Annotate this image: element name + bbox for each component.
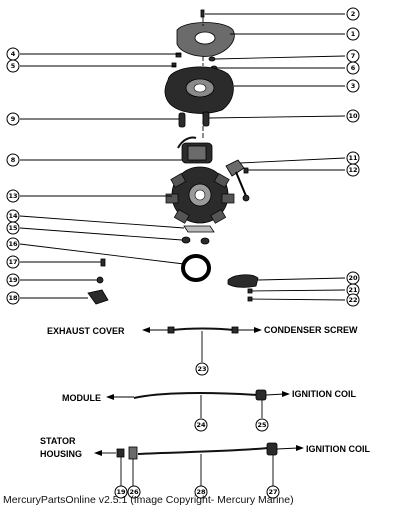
callout-9[interactable]: 9 [6, 112, 20, 126]
callout-19[interactable]: 19 [6, 273, 20, 287]
callout-28[interactable]: 28 [194, 485, 208, 499]
part-8-coil [177, 136, 213, 164]
callout-22[interactable]: 22 [346, 293, 360, 307]
svg-text:19: 19 [116, 488, 126, 496]
callout-5[interactable]: 5 [6, 59, 20, 73]
svg-text:17: 17 [8, 258, 17, 266]
callout-7[interactable]: 7 [346, 49, 360, 63]
part-2-screw [200, 9, 205, 18]
callout-1[interactable]: 1 [346, 27, 360, 41]
callout-2[interactable]: 2 [346, 7, 360, 21]
svg-text:19: 19 [8, 276, 18, 284]
part-20-plate [227, 274, 259, 288]
svg-text:9: 9 [11, 115, 16, 123]
wire-stator-housing [94, 442, 304, 487]
svg-text:20: 20 [348, 274, 358, 282]
svg-text:1: 1 [351, 30, 356, 38]
svg-text:6: 6 [351, 64, 356, 72]
callout-19b[interactable]: 19 [114, 485, 128, 499]
callout-17[interactable]: 17 [6, 255, 20, 269]
callout-12[interactable]: 12 [346, 163, 360, 177]
wire-exhaust-cover [142, 326, 262, 362]
callout-26[interactable]: 26 [127, 485, 141, 499]
svg-text:3: 3 [351, 82, 356, 90]
label-stator: STATOR [40, 436, 76, 446]
callout-24[interactable]: 24 [194, 418, 208, 432]
label-housing: HOUSING [40, 449, 82, 459]
svg-text:5: 5 [11, 62, 16, 70]
svg-text:2: 2 [351, 10, 356, 18]
label-exhaust-cover: EXHAUST COVER [47, 326, 125, 336]
svg-text:7: 7 [351, 52, 356, 60]
svg-text:28: 28 [196, 488, 206, 496]
part-19-washer [96, 276, 104, 284]
callout-14[interactable]: 14 [6, 209, 20, 223]
svg-text:22: 22 [348, 296, 357, 304]
callout-21[interactable]: 21 [346, 283, 360, 297]
callout-27[interactable]: 27 [266, 485, 280, 499]
callout-6[interactable]: 6 [346, 61, 360, 75]
callout-15[interactable]: 15 [6, 221, 20, 235]
part-1-plate [176, 22, 235, 57]
svg-text:23: 23 [197, 365, 206, 373]
svg-text:4: 4 [11, 50, 16, 58]
callout-11[interactable]: 11 [346, 151, 360, 165]
callout-18[interactable]: 18 [6, 291, 20, 305]
image-caption: MercuryPartsOnline v2.5.1 (Image Copyrig… [3, 494, 294, 506]
part-17-stud [100, 258, 106, 267]
part-22-screw [247, 296, 253, 302]
part-12-screw [243, 167, 249, 174]
svg-text:16: 16 [8, 240, 18, 248]
svg-text:24: 24 [196, 421, 206, 429]
callout-16[interactable]: 16 [6, 237, 20, 251]
svg-text:26: 26 [129, 488, 139, 496]
svg-text:27: 27 [268, 488, 277, 496]
callout-10[interactable]: 10 [346, 109, 360, 123]
callout-8[interactable]: 8 [6, 153, 20, 167]
callout-23[interactable]: 23 [195, 362, 209, 376]
part-11-sensor [225, 159, 250, 202]
svg-text:13: 13 [8, 192, 17, 200]
svg-text:21: 21 [348, 286, 358, 294]
part-19-ring [181, 254, 211, 282]
label-ignition-coil-2: IGNITION COIL [306, 444, 371, 454]
part-7-clip [208, 56, 216, 62]
svg-text:8: 8 [11, 156, 16, 164]
part-14-plate [183, 225, 215, 233]
part-3-base [164, 66, 234, 114]
wire-module [106, 389, 290, 418]
svg-text:25: 25 [257, 421, 267, 429]
callout-20[interactable]: 20 [346, 271, 360, 285]
part-15-clip [181, 236, 191, 244]
callout-3[interactable]: 3 [346, 79, 360, 93]
callout-4[interactable]: 4 [6, 47, 20, 61]
label-module: MODULE [62, 393, 101, 403]
part-4-screw [175, 52, 182, 58]
part-16-clip [200, 237, 210, 245]
part-9-pin [178, 112, 186, 128]
part-21-screw [247, 288, 253, 294]
part-10-pin [202, 111, 210, 127]
part-18-bracket [87, 289, 109, 305]
part-5-screw [171, 62, 177, 68]
svg-text:10: 10 [348, 112, 358, 120]
svg-text:12: 12 [348, 166, 357, 174]
label-condenser-screw: CONDENSER SCREW [264, 325, 358, 335]
callout-25[interactable]: 25 [255, 418, 269, 432]
label-ignition-coil-1: IGNITION COIL [292, 389, 357, 399]
svg-text:11: 11 [348, 154, 358, 162]
callout-13[interactable]: 13 [6, 189, 20, 203]
svg-text:15: 15 [8, 224, 18, 232]
part-13-stator [165, 166, 235, 224]
svg-text:14: 14 [8, 212, 18, 220]
svg-text:18: 18 [8, 294, 18, 302]
